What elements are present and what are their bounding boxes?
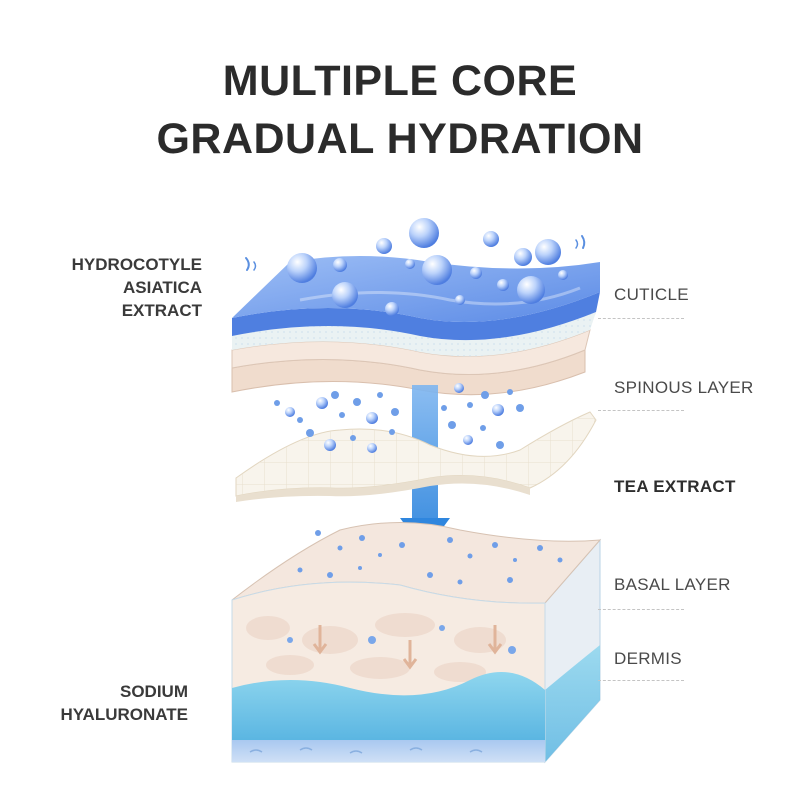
label-spinous-layer: SPINOUS LAYER [614, 378, 754, 397]
title-line-2: GRADUAL HYDRATION [156, 115, 644, 163]
title-line-1: MULTIPLE CORE [222, 57, 578, 105]
label-sodium-hyaluronate: SODIUM HYALURONATE [60, 682, 188, 724]
label-hydrocotyle-asiatica-extract: HYDROCOTYLE ASIATICA EXTRACT [71, 255, 202, 320]
dermis-leader [598, 680, 684, 681]
label-cuticle: CUTICLE [614, 285, 689, 304]
bubble-cluster [245, 218, 586, 316]
label-dermis: DERMIS [614, 649, 682, 668]
spinous-leader [598, 410, 684, 411]
tea-extract-sheet [235, 411, 597, 502]
basal-leader [598, 609, 684, 610]
label-basal-layer: BASAL LAYER [614, 575, 731, 594]
cuticle-stack [231, 256, 600, 396]
dermis-block [231, 522, 602, 764]
label-tea-extract: TEA EXTRACT [614, 477, 736, 496]
cuticle-leader [598, 318, 684, 319]
page-title: MULTIPLE CORE GRADUAL HYDRATION [0, 52, 800, 168]
small-bubbles [274, 383, 524, 453]
